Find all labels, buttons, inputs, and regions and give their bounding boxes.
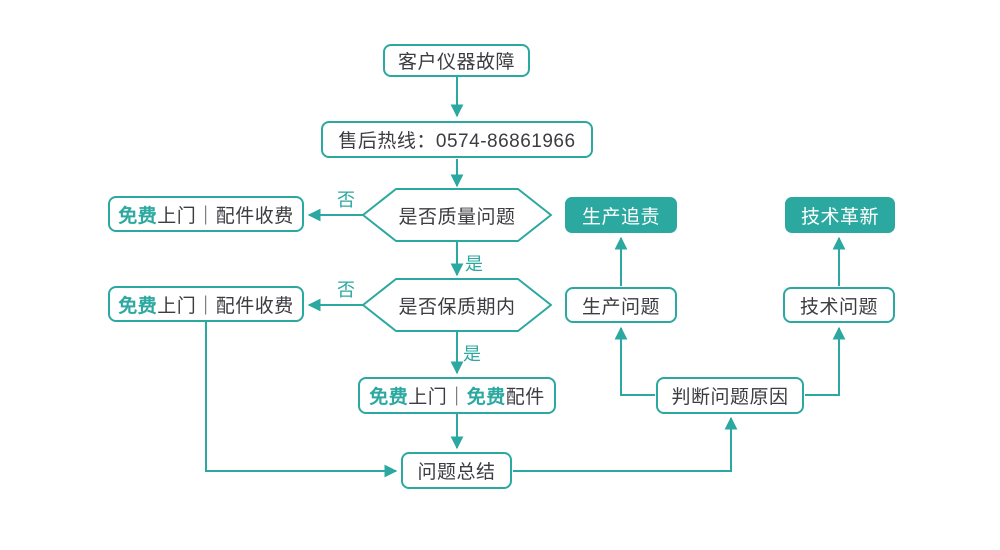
- node-free-visit-paid-parts-top-label: 上门｜配件收费: [157, 205, 294, 227]
- edge-summary-judge: [513, 416, 738, 472]
- node-free-visit-free-parts: 免费上门｜免费配件: [358, 377, 556, 414]
- node-decision-warranty: 是否保质期内: [362, 278, 552, 332]
- accent-text: 免费: [369, 387, 409, 408]
- edge-label-warranty-no: 否: [337, 280, 355, 300]
- node-hotline: 售后热线：0574-86861966: [321, 121, 593, 158]
- node-judge-cause-label: 判断问题原因: [671, 387, 789, 408]
- edge-judge-production: [614, 326, 655, 396]
- edge-label-warranty-yes: 是: [463, 344, 481, 364]
- node-hotline-label: 售后热线：0574-86861966: [338, 131, 576, 152]
- node-decision-warranty-label: 是否保质期内: [398, 296, 516, 318]
- edge-label-quality-yes: 是: [465, 254, 483, 274]
- node-free-visit-free-parts-mid: 上门｜: [408, 387, 467, 408]
- hexagon-shape: [362, 188, 552, 242]
- node-problem-summary-label: 问题总结: [417, 462, 496, 483]
- node-judge-cause: 判断问题原因: [656, 377, 804, 414]
- hexagon-shape: [362, 278, 552, 332]
- accent-text: 免费: [466, 387, 506, 408]
- edge-judge-technical: [805, 326, 846, 396]
- node-free-visit-paid-parts-bottom-label: 上门｜配件收费: [157, 295, 294, 317]
- node-technical-innovation-label: 技术革新: [800, 206, 879, 228]
- node-technical-problem-label: 技术问题: [799, 296, 878, 318]
- node-free-visit-free-parts-tail: 配件: [505, 387, 545, 408]
- node-free-visit-paid-parts-top: 免费上门｜配件收费: [108, 196, 304, 232]
- node-problem-summary: 问题总结: [401, 452, 512, 489]
- node-production-problem: 生产问题: [565, 287, 677, 323]
- accent-text: 免费: [118, 205, 158, 227]
- node-production-accountability: 生产追责: [565, 197, 677, 233]
- node-production-problem-label: 生产问题: [581, 296, 660, 318]
- node-decision-quality: 是否质量问题: [362, 188, 552, 242]
- node-technical-problem: 技术问题: [783, 287, 895, 323]
- node-start: 客户仪器故障: [383, 44, 530, 77]
- node-production-accountability-label: 生产追责: [581, 206, 660, 228]
- node-start-label: 客户仪器故障: [397, 52, 515, 73]
- node-technical-innovation: 技术革新: [785, 197, 895, 233]
- node-decision-quality-label: 是否质量问题: [398, 206, 516, 228]
- edge-label-quality-no: 否: [337, 190, 355, 210]
- accent-text: 免费: [118, 295, 158, 317]
- node-free-visit-paid-parts-bottom: 免费上门｜配件收费: [108, 286, 304, 322]
